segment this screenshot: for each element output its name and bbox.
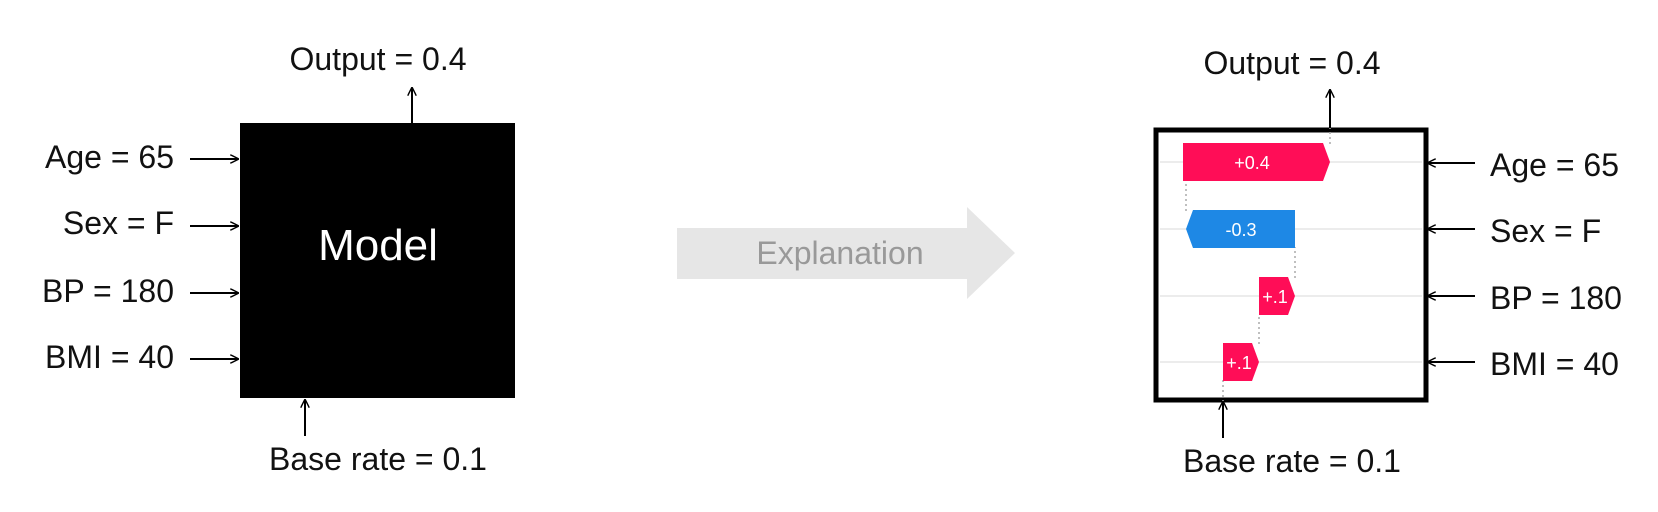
black-box-model-panel: Model Output = 0.4 Base rate = 0.1 Age =… xyxy=(42,41,515,477)
model-box xyxy=(240,123,515,398)
explained-input-bp: BP = 180 xyxy=(1490,280,1622,316)
explained-model-panel: +0.4 -0.3 +.1 +.1 Output = 0.4 Base rate… xyxy=(1153,45,1622,479)
explained-output-label: Output = 0.4 xyxy=(1203,45,1380,81)
explanation-arrow-group: Explanation xyxy=(677,207,1015,299)
model-input-sex: Sex = F xyxy=(63,205,174,241)
explained-base-rate-label: Base rate = 0.1 xyxy=(1183,443,1401,479)
contribution-label-bp: +.1 xyxy=(1262,287,1288,307)
model-input-bp: BP = 180 xyxy=(42,273,174,309)
model-label: Model xyxy=(318,221,438,270)
model-output-label: Output = 0.4 xyxy=(289,41,466,77)
explained-input-sex: Sex = F xyxy=(1490,213,1601,249)
explanation-label: Explanation xyxy=(756,235,923,271)
explanation-arrow xyxy=(677,207,1015,299)
contribution-label-sex: -0.3 xyxy=(1225,220,1256,240)
explained-input-bmi: BMI = 40 xyxy=(1490,346,1619,382)
contribution-bar-bp xyxy=(1259,277,1295,315)
contribution-bar-bmi xyxy=(1223,343,1259,381)
contribution-label-age: +0.4 xyxy=(1234,153,1270,173)
explained-input-age: Age = 65 xyxy=(1490,147,1619,183)
model-base-rate-label: Base rate = 0.1 xyxy=(269,441,487,477)
model-input-age: Age = 65 xyxy=(45,139,174,175)
contribution-label-bmi: +.1 xyxy=(1226,353,1252,373)
contribution-bar-sex xyxy=(1186,210,1295,248)
contribution-bar-age xyxy=(1183,143,1330,181)
model-input-bmi: BMI = 40 xyxy=(45,339,174,375)
